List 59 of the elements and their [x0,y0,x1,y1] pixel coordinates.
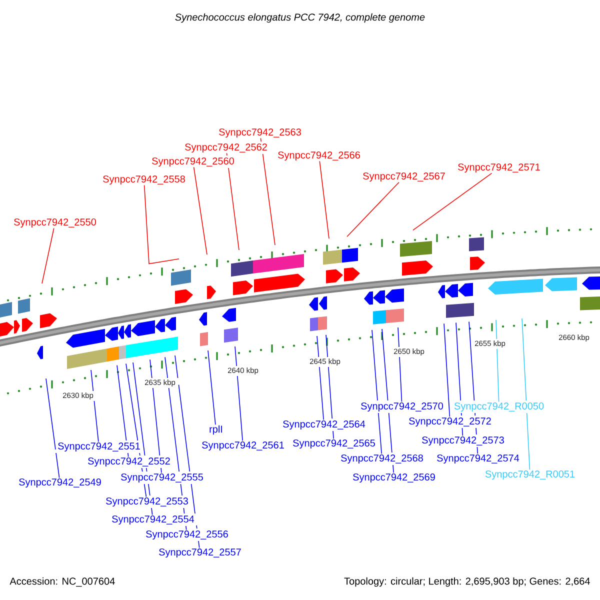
gene-label: Synpcc7942_R0051 [485,470,575,480]
gene-label: Synpcc7942_2557 [159,548,241,558]
genome-summary-text: Topology: circular; Length: 2,695,903 bp; Genes: 2,664 [344,577,590,587]
gene-label: rplI [210,425,222,435]
leader-line [346,182,400,237]
leader-line [382,328,394,474]
leader-line [319,160,330,239]
leader-line [522,318,530,470]
gene-label: Synpcc7942_2553 [106,497,188,507]
leader-line [496,320,500,402]
leader-line [326,334,334,440]
gene-label: Synpcc7942_2554 [112,515,194,525]
gene-label: Synpcc7942_2567 [363,172,445,182]
gene-label: Synpcc7942_2566 [278,151,360,161]
gene-label: Synpcc7942_2549 [19,478,101,488]
gene-label: Synpcc7942_2568 [341,454,423,464]
leader-line [193,166,208,255]
gene-label: Synpcc7942_2558 [103,175,185,185]
gene-label: Synpcc7942_2561 [202,441,284,451]
gene-label: Synpcc7942_2569 [353,473,435,483]
gene-label: Synpcc7942_2564 [283,420,366,430]
leader-line [412,172,492,231]
gene-label: Synpcc7942_2574 [437,454,520,464]
gene-label: Synpcc7942_2550 [14,218,96,228]
leader-line [260,138,276,246]
gene-label: Synpcc7942_2565 [293,439,375,449]
leader-line [174,355,200,548]
leader-line [316,336,324,420]
leader-line [116,364,129,458]
leader-line [144,184,180,264]
gene-label: Synpcc7942_R0050 [454,402,544,412]
title: Synechococcus elongatus PCC 7942, complete genome [175,13,425,23]
leader-line [444,323,450,418]
gene-label: Synpcc7942_2555 [121,473,203,483]
gene-label: Synpcc7942_2560 [152,157,234,167]
gene-label: Synpcc7942_2570 [361,402,444,412]
leader-line [132,362,153,516]
gene-label: Synpcc7942_2572 [409,417,491,427]
leader-line [234,346,243,442]
leader-line [46,378,60,478]
gene-label: Synpcc7942_2571 [458,163,540,173]
gene-label: Synpcc7942_2573 [422,436,504,446]
leader-line [208,350,216,426]
leader-line [42,228,54,284]
gene-label: Synpcc7942_2562 [185,143,267,153]
leader-line [468,321,478,454]
leader-line [90,370,99,442]
gene-label: Synpcc7942_2556 [146,530,228,540]
gene-label: Synpcc7942_2551 [58,442,140,452]
gene-label: Synpcc7942_2563 [219,128,301,138]
gene-label: Synpcc7942_2552 [88,457,170,467]
leader-line [164,356,187,530]
leader-line [150,359,162,474]
leader-line [126,363,147,498]
leader-line [456,322,464,436]
accession-text: Accession: NC_007604 [10,577,115,587]
leader-line [226,152,240,250]
leader-line [398,327,402,402]
leader-line [372,330,382,454]
